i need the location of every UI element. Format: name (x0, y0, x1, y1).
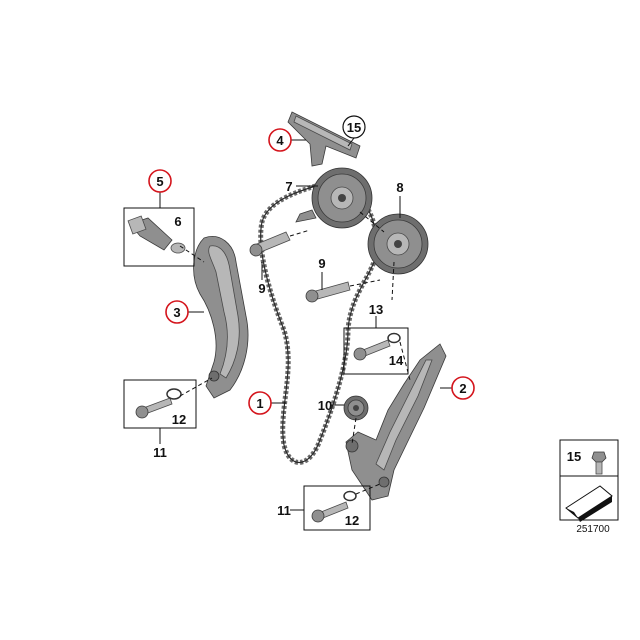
leader-lines (159, 137, 452, 511)
svg-text:15: 15 (567, 449, 581, 464)
callout-11-left: 11 (153, 445, 167, 460)
washer-rail (387, 332, 401, 344)
pivot-bolt-middle (305, 281, 351, 303)
svg-text:5: 5 (156, 174, 163, 189)
svg-text:2: 2 (459, 381, 466, 396)
svg-text:4: 4 (276, 133, 284, 148)
legend-direction-arrow-icon (565, 485, 613, 522)
washer-left (166, 388, 182, 400)
tensioner-seal-ring (170, 242, 186, 254)
pivot-bolt-upper (249, 231, 291, 257)
chain-tensioner (127, 215, 173, 251)
tensioner-detail-box (123, 207, 195, 267)
callout-15: 15 (342, 115, 366, 139)
bolt-bottom (311, 501, 349, 523)
upper-chain-guide (287, 111, 361, 167)
camshaft-sprocket-exhaust (367, 213, 429, 275)
bolt-left (135, 397, 173, 419)
callout-4: 4 (268, 128, 292, 152)
fastener-legend: 15 (559, 439, 619, 522)
callout-5: 5 (148, 169, 172, 193)
tensioner-rail (193, 236, 249, 399)
callout-6: 6 (174, 214, 181, 229)
callout-8: 8 (396, 180, 403, 195)
callout-10: 10 (318, 398, 332, 413)
callout-2: 2 (451, 376, 475, 400)
bolt-rail (353, 339, 391, 361)
timing-chain (258, 179, 379, 465)
callout-12-left: 12 (172, 412, 186, 427)
callout-9-middle: 9 (318, 256, 325, 271)
reference-number: 251700 (576, 524, 610, 535)
callout-11-bottom: 11 (277, 503, 291, 518)
svg-text:1: 1 (256, 396, 263, 411)
callout-7: 7 (285, 179, 292, 194)
svg-text:15: 15 (347, 120, 361, 135)
slide-rail (345, 343, 447, 501)
svg-text:3: 3 (173, 305, 180, 320)
washer-bottom (343, 490, 357, 502)
camshaft-sprocket-intake (295, 167, 373, 229)
callout-1: 1 (248, 391, 272, 415)
callout-13: 13 (369, 302, 383, 317)
assembly-lines (179, 211, 411, 495)
crankshaft-sprocket (343, 395, 369, 421)
callout-3: 3 (165, 300, 189, 324)
bottom-bolt-detail-box (303, 485, 371, 531)
callout-14: 14 (389, 353, 404, 368)
callout-12-bottom: 12 (345, 513, 359, 528)
legend-bolt-icon (591, 451, 607, 475)
callout-9-upper: 9 (258, 281, 265, 296)
